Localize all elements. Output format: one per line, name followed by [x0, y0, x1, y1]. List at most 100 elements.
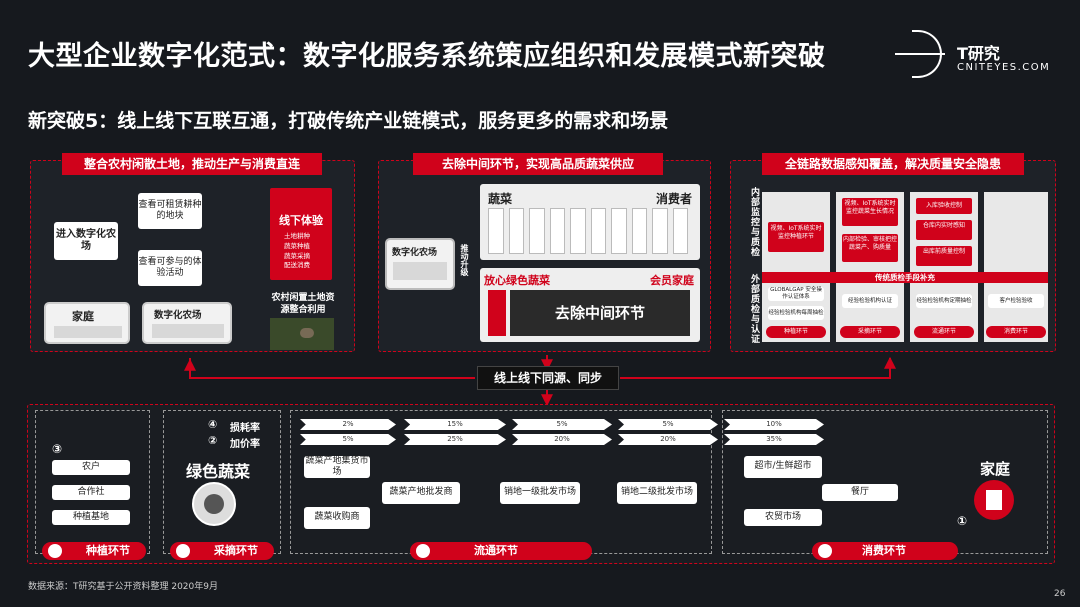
digital-farm-device-2: 数字化农场 [385, 238, 455, 290]
direct-source-strip [488, 290, 506, 336]
cart-icon [818, 544, 832, 558]
markup-rate-bar: 35% [724, 434, 824, 445]
origin-farmer: 农户 [52, 460, 130, 475]
digital-farm-device-screen [152, 324, 224, 338]
node-origin-wholesaler: 蔬菜产地批发商 [382, 482, 460, 504]
outer-check-box: 客户检验验收 [988, 294, 1044, 308]
digital-farm-label-2: 数字化农场 [392, 248, 438, 258]
markup-rate-bar: 20% [512, 434, 612, 445]
offline-experience-card: 线下体验 土地耕种 蔬菜种植 蔬菜采摘 配送消费 [270, 188, 332, 280]
traditional-chain-box: 蔬菜 消费者 [480, 184, 700, 260]
markup-rate-bar: 5% [300, 434, 396, 445]
loss-rate-bar: 10% [724, 419, 824, 430]
stage-tag: 种植环节 [766, 326, 826, 338]
family-device-mockup: 家庭 [44, 302, 130, 344]
tracking-supplement-bar: 传统质检手段补充 [762, 272, 1048, 283]
veg-label: 蔬菜 [488, 192, 513, 206]
node-farmers-market: 农贸市场 [744, 509, 822, 526]
node-restaurant: 餐厅 [822, 484, 898, 501]
truck-icon [416, 544, 430, 558]
farmer-figure-icon [300, 328, 314, 338]
picking-icon [176, 544, 190, 558]
vegetable-icon-core [204, 494, 224, 514]
inner-monitoring-label: 内部监控与质检 [749, 187, 759, 257]
loss-rate-label: 损耗率 [230, 423, 260, 434]
inner-check-box: 仓库内实时感知 [916, 220, 972, 240]
panel2-heading: 去除中间环节，实现高品质蔬菜供应 [413, 153, 663, 175]
node-sales-secondary-market: 销地二级批发市场 [617, 482, 697, 504]
stage-pill-label: 消费环节 [862, 544, 906, 557]
middleman-strip [529, 208, 545, 254]
member-family-label: 会员家庭 [650, 274, 694, 287]
green-veg-title: 绿色蔬菜 [186, 462, 251, 481]
stage-tag: 流通环节 [914, 326, 974, 338]
middleman-strip [508, 208, 524, 254]
offline-item: 土地耕种 [284, 232, 310, 240]
origin-circle-number: ③ [52, 442, 63, 456]
planting-icon [48, 544, 62, 558]
origin-planting-base: 种植基地 [52, 510, 130, 525]
stage-tag: 消费环节 [986, 326, 1046, 338]
view-activities-box: 查看可参与的体验活动 [138, 250, 202, 286]
page-number: 26 [1054, 589, 1066, 599]
markup-rate-bar: 25% [404, 434, 506, 445]
middleman-strip [590, 208, 606, 254]
node-origin-market: 蔬菜产地集货市场 [304, 455, 370, 478]
digital-farm-screen-2 [393, 262, 447, 280]
origin-cooperative: 合作社 [52, 485, 130, 500]
remove-middlemen-banner: 去除中间环节 [510, 290, 690, 336]
stage-column-consumption [984, 192, 1048, 342]
direct-chain-box: 放心绿色蔬菜 会员家庭 去除中间环节 [480, 268, 700, 342]
digital-farm-device-mockup: 数字化农场 [142, 302, 232, 344]
offline-item: 蔬菜种植 [284, 241, 310, 250]
stage-pill-label: 采摘环节 [214, 544, 258, 557]
vegetable-icon [192, 482, 236, 526]
inner-check-box: 出库前质量控制 [916, 246, 972, 266]
outer-check-box: 经验检验机构认证 [842, 294, 898, 308]
inner-check-box: 入库验收控制 [916, 198, 972, 214]
family-label: 家庭 [72, 310, 94, 323]
markup-circle-number: ② [208, 434, 218, 447]
green-veg-label: 放心绿色蔬菜 [484, 274, 550, 287]
outer-inspection-label: 外部质检与认证 [749, 274, 759, 344]
stage-pill-label: 种植环节 [86, 544, 130, 557]
view-rentable-plots-box: 查看可租赁耕种的地块 [138, 193, 202, 229]
middleman-strip [549, 208, 565, 254]
middleman-strips [488, 208, 688, 254]
stage-pill-planting: 种植环节 [42, 542, 146, 560]
offline-experience-title: 线下体验 [279, 214, 323, 227]
loss-circle-number: ④ [208, 418, 218, 431]
stage-tag: 采摘环节 [840, 326, 900, 338]
outer-check-box: 经验检验机构每周抽检 [768, 306, 824, 320]
page-title: 大型企业数字化范式：数字化服务系统策应组织和发展模式新突破 [28, 41, 826, 72]
loss-rate-bar: 15% [404, 419, 506, 430]
page-subtitle: 新突破5：线上线下互联互通，打破传统产业链模式，服务更多的需求和场景 [28, 110, 669, 132]
stage-box-picking [163, 410, 281, 554]
node-sales-primary-market: 销地一级批发市场 [500, 482, 580, 504]
outer-check-box: GLOBALGAP 安全操作认证体系 [768, 287, 824, 301]
inner-check-box: 视频、IoT系统实时监控种植环节 [768, 222, 824, 252]
offline-item: 配送消费 [284, 261, 310, 270]
loss-rate-bar: 5% [512, 419, 612, 430]
consumer-label: 消费者 [655, 192, 692, 206]
inner-check-box: 内部检验、审核把控蔬菜产、购质量 [842, 234, 898, 262]
inner-check-box: 视频、IoT系统实时监控蔬菜生长情况 [842, 198, 898, 226]
home-building-icon [974, 480, 1014, 520]
stage-pill-consumption: 消费环节 [812, 542, 958, 560]
stage-pill-label: 流通环节 [474, 544, 518, 557]
markup-rate-bar: 20% [618, 434, 718, 445]
loss-rate-bar: 2% [300, 419, 396, 430]
outer-check-box: 经验检验机构定期抽检 [916, 294, 972, 308]
stage-column-circulation [910, 192, 978, 342]
home-building-icon-shape [986, 490, 1002, 510]
offline-experience-list: 土地耕种 蔬菜种植 蔬菜采摘 配送消费 [284, 232, 332, 271]
sync-label: 线上线下同源、同步 [477, 366, 619, 390]
digital-farm-label: 数字化农场 [154, 310, 202, 321]
logo-subtext: CNITEYES.COM [957, 62, 1051, 73]
middleman-strip [570, 208, 586, 254]
logo-name: T研究 [957, 44, 1000, 63]
middleman-strip [488, 208, 504, 254]
data-source-note: 数据来源：T研究基于公开资料整理 2020年9月 [28, 582, 218, 592]
middleman-strip [672, 208, 688, 254]
photo-caption: 农村闲置土地资源整合利用 [271, 293, 335, 315]
